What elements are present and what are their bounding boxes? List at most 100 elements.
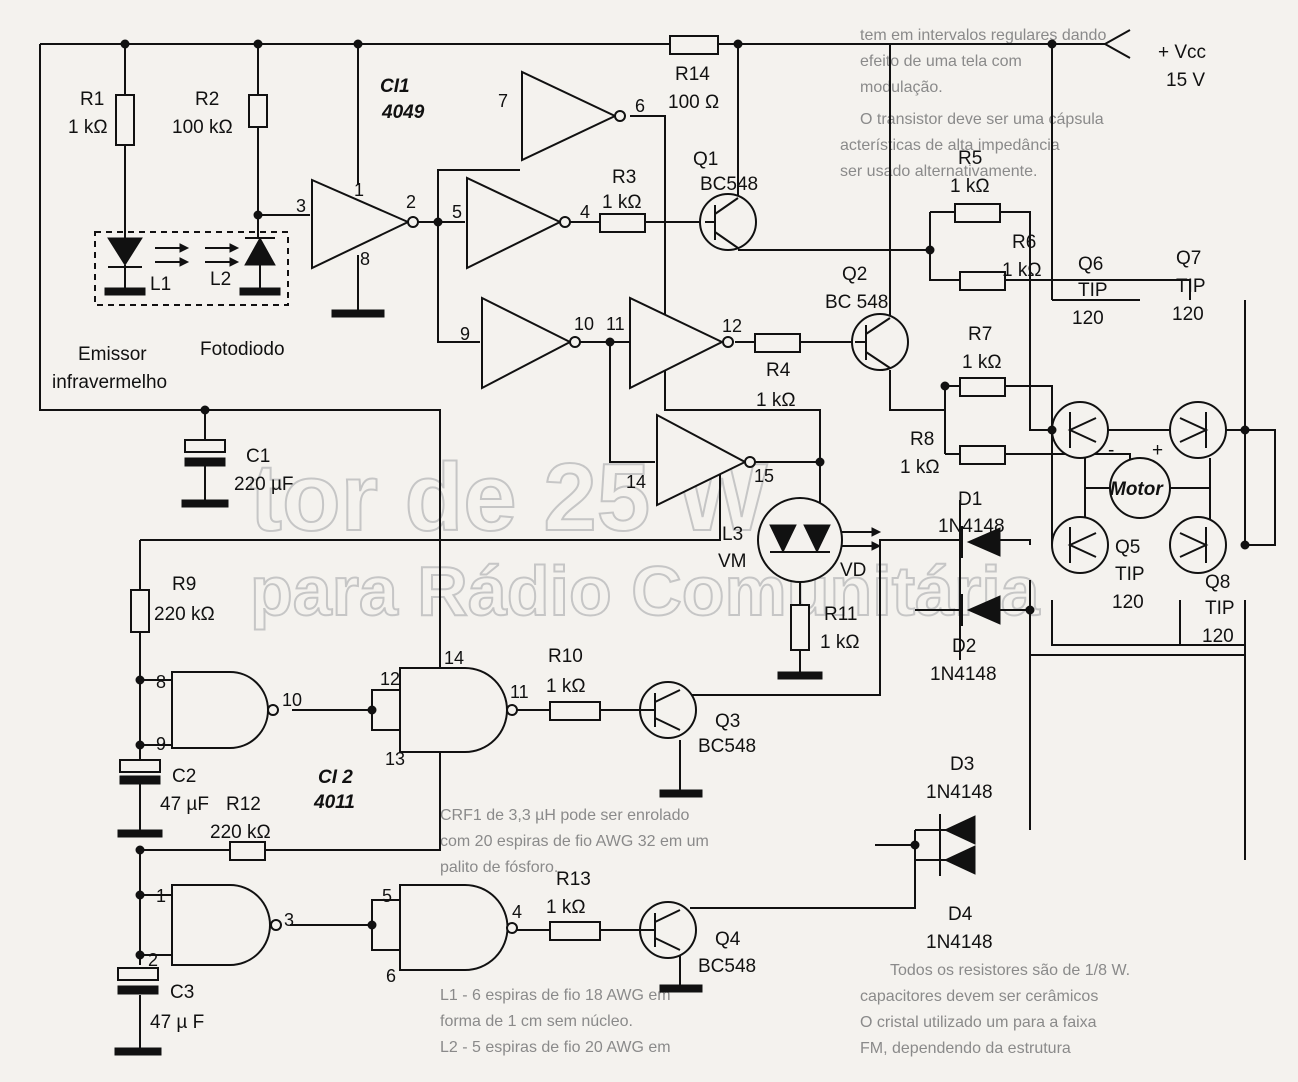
d1-name: D1 xyxy=(958,489,982,510)
nand-gate-4: 5 6 4 xyxy=(382,884,522,986)
r7-value: 1 kΩ xyxy=(962,352,1002,373)
capacitor-c1: C1 220 µF xyxy=(181,439,294,508)
resistor-r4: R4 1 kΩ xyxy=(754,333,801,411)
diode-d3: D3 1N4148 xyxy=(926,754,993,846)
c3-name: C3 xyxy=(170,982,194,1003)
d1-part: 1N4148 xyxy=(938,516,1005,537)
c1-value: 220 µF xyxy=(234,474,294,495)
bg-line: acterísticas de alta impedância xyxy=(840,137,1060,154)
nand-gate-3: 1 2 3 xyxy=(148,884,294,970)
r8-value: 1 kΩ xyxy=(900,457,940,478)
d3-name: D3 xyxy=(950,754,974,775)
resistor-r13: R13 1 kΩ xyxy=(546,869,601,941)
transistor-q1: Q1 BC548 xyxy=(693,149,758,251)
resistor-r2: R2 100 kΩ xyxy=(172,89,268,138)
nand-gate-1: 8 9 10 xyxy=(156,671,302,754)
pin-label: 4 xyxy=(580,202,590,222)
c2-value: 47 µF xyxy=(160,794,209,815)
bg-line: modulação. xyxy=(860,79,943,96)
pin-label: 15 xyxy=(754,466,774,486)
resistor-r10: R10 1 kΩ xyxy=(546,646,601,721)
resistor-r9: R9 220 kΩ xyxy=(130,574,215,633)
q5-part2: 120 xyxy=(1112,592,1144,613)
pin-label: 8 xyxy=(156,672,166,692)
pin-label: 9 xyxy=(460,324,470,344)
diode-d4: D4 1N4148 xyxy=(926,844,993,953)
l1-name: L1 xyxy=(150,274,171,295)
bg-line: CRF1 de 3,3 µH pode ser enrolado xyxy=(440,807,689,824)
q2-part: BC 548 xyxy=(825,292,888,313)
ci1-name: CI1 xyxy=(380,76,410,97)
bg-line: O transistor deve ser uma cápsula xyxy=(860,111,1104,128)
r4-value: 1 kΩ xyxy=(756,390,796,411)
transistor-q8: Q8 TIP 120 xyxy=(1169,516,1235,647)
transistor-q6: Q6 TIP 120 xyxy=(1051,254,1109,459)
c1-name: C1 xyxy=(246,446,270,467)
pin-label: 14 xyxy=(626,472,646,492)
r7-name: R7 xyxy=(968,324,992,345)
bg-heading-2: para Rádio Comunitária xyxy=(250,552,1041,630)
resistor-r8: R8 1 kΩ xyxy=(900,429,1006,478)
transistor-q3: Q3 BC548 xyxy=(639,681,756,798)
q5-part: TIP xyxy=(1115,564,1145,585)
vcc-label: + Vcc xyxy=(1158,42,1206,63)
bg-line: Todos os resistores são de 1/8 W. xyxy=(890,962,1130,979)
q7-part2: 120 xyxy=(1172,304,1204,325)
r11-name: R11 xyxy=(824,604,857,625)
r6-value: 1 kΩ xyxy=(1002,260,1042,281)
pin-label: 10 xyxy=(574,314,594,334)
r2-value: 100 kΩ xyxy=(172,117,233,138)
ci2-part: 4011 xyxy=(313,792,355,813)
motor-minus: - xyxy=(1108,440,1114,461)
capacitor-c3: C3 47 µ F xyxy=(114,967,204,1056)
l1-desc-2: infravermelho xyxy=(52,372,167,393)
ci1-part: 4049 xyxy=(381,102,425,123)
r10-name: R10 xyxy=(548,646,583,667)
vcc-terminal: + Vcc 15 V xyxy=(1158,42,1206,91)
pin-label: 1 xyxy=(354,180,364,200)
pin-label: 10 xyxy=(282,690,302,710)
inverter-u1e: 11 12 xyxy=(606,296,742,390)
bg-line: efeito de uma tela com xyxy=(860,53,1022,70)
pin-label: 11 xyxy=(510,682,529,702)
r13-name: R13 xyxy=(556,869,591,890)
q5-name: Q5 xyxy=(1115,537,1140,558)
transistor-q4: Q4 BC548 xyxy=(639,901,756,993)
ir-sensor-pair: L1 L2 Emissor infravermelho Fotodiodo xyxy=(52,231,289,393)
r9-name: R9 xyxy=(172,574,196,595)
resistor-r6: R6 1 kΩ xyxy=(959,232,1042,291)
q1-part: BC548 xyxy=(700,174,758,195)
r14-name: R14 xyxy=(675,64,710,85)
pin-label: 3 xyxy=(296,196,306,216)
resistor-r11: R11 1 kΩ xyxy=(777,604,860,680)
r3-name: R3 xyxy=(612,167,636,188)
r10-value: 1 kΩ xyxy=(546,676,586,697)
bg-line: L2 - 5 espiras de fio 20 AWG em xyxy=(440,1039,671,1056)
pin-label: 3 xyxy=(284,910,294,930)
pin-label: 11 xyxy=(606,314,625,334)
motor: Motor - + xyxy=(1108,440,1171,519)
l3-part: VM xyxy=(718,551,747,572)
inverter-u1c: 5 4 xyxy=(452,176,590,270)
q7-name: Q7 xyxy=(1176,248,1201,269)
transistor-q5: Q5 TIP 120 xyxy=(1051,516,1145,613)
l3-part2: VD xyxy=(840,560,866,581)
bg-line: L1 - 6 espiras de fio 18 AWG em xyxy=(440,987,671,1004)
ci2-name: CI 2 xyxy=(318,767,353,788)
wires xyxy=(39,29,1276,1050)
pin-label: 12 xyxy=(380,669,400,689)
pin-label: 9 xyxy=(156,734,166,754)
resistor-r12: R12 220 kΩ CI 2 4011 xyxy=(210,767,355,861)
l2-desc: Fotodiodo xyxy=(200,339,285,360)
q3-part: BC548 xyxy=(698,736,756,757)
bg-line: palito de fósforo. xyxy=(440,859,558,876)
pin-label: 7 xyxy=(498,91,508,111)
r1-name: R1 xyxy=(80,89,104,110)
pin-label: 5 xyxy=(452,202,462,222)
r4-name: R4 xyxy=(766,360,791,381)
diode-d2: D2 1N4148 xyxy=(930,594,1001,685)
bg-line: FM, dependendo da estrutura xyxy=(860,1040,1071,1057)
r8-name: R8 xyxy=(910,429,934,450)
d2-name: D2 xyxy=(952,636,976,657)
